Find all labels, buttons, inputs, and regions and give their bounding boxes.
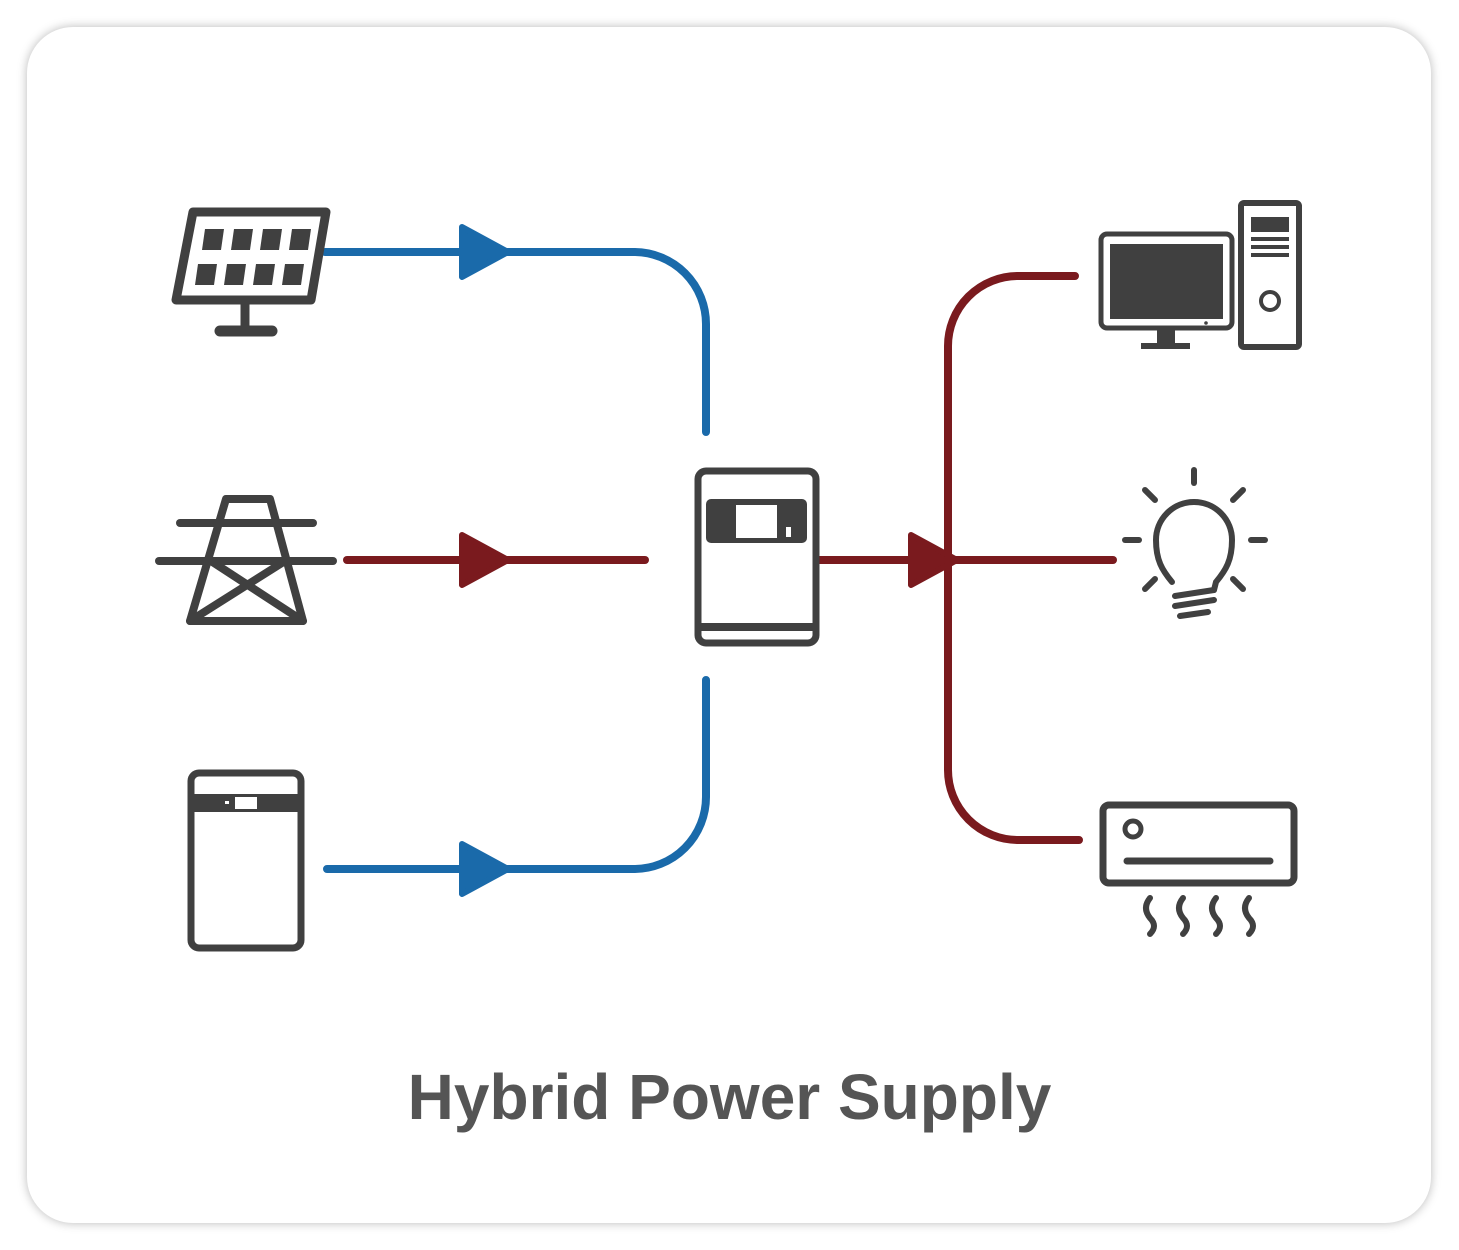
light-bulb-icon <box>1122 467 1268 619</box>
battery-to-inverter-line <box>323 676 710 873</box>
solar-to-inverter-line <box>321 248 710 436</box>
solar-panel-icon <box>171 207 331 337</box>
grid-flow-arrow <box>459 532 511 588</box>
battery-storage-icon <box>187 769 305 952</box>
desktop-computer-icon <box>1098 200 1302 350</box>
diagram-caption: Hybrid Power Supply <box>407 1061 1052 1133</box>
battery-flow-arrow <box>459 841 511 897</box>
hybrid-inverter-icon <box>694 467 820 647</box>
air-conditioner-icon <box>1099 801 1298 937</box>
output-flow-arrow <box>908 532 960 588</box>
solar-flow-arrow <box>459 224 511 280</box>
power-pylon-icon <box>155 495 337 625</box>
